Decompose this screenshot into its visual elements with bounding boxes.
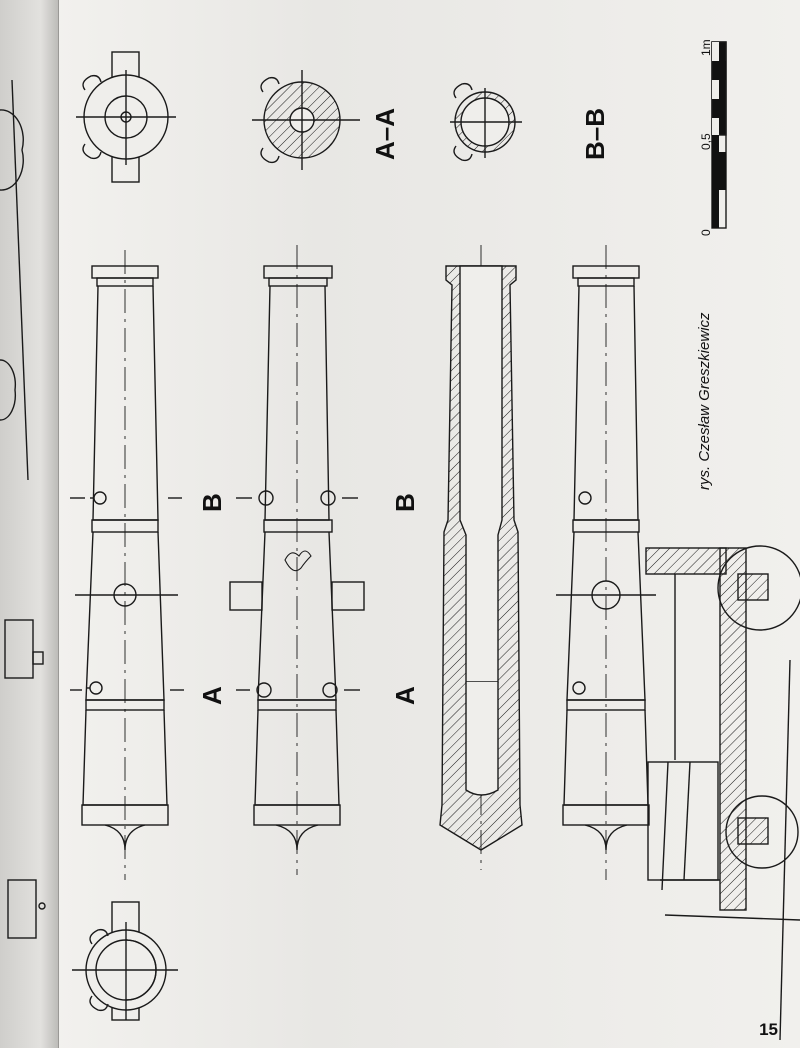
- scale-tick-0: 0: [699, 229, 713, 236]
- gun-carriage: [645, 545, 800, 1041]
- cut-line-a-label: A: [197, 686, 227, 705]
- drawing-credit: rys. Czesław Greszkiewicz: [696, 312, 713, 490]
- scale-tick-1m: 1m: [699, 39, 713, 56]
- cannon-side-view: [70, 250, 184, 880]
- section-a-a-label: A–A: [370, 107, 400, 160]
- page-number: 15: [759, 1020, 778, 1039]
- section-b-b-view: [450, 82, 522, 162]
- breech-end-view: [72, 901, 178, 1021]
- cannon-top-view: [229, 245, 365, 875]
- section-a-a-view: [252, 70, 360, 170]
- cut-line-b-label: B: [390, 493, 420, 512]
- muzzle-end-view: [76, 51, 176, 183]
- left-page-fragments: [0, 79, 46, 939]
- cannon-on-carriage-view: [556, 245, 656, 880]
- scale-tick-half: 0,5: [699, 133, 713, 150]
- cannon-longitudinal-section: [439, 245, 523, 870]
- cut-line-a-label: A: [390, 686, 420, 705]
- book-binding: [0, 0, 59, 1048]
- section-b-b-label: B–B: [580, 107, 610, 160]
- cut-line-b-label: B: [197, 493, 227, 512]
- scale-bar: [711, 41, 727, 229]
